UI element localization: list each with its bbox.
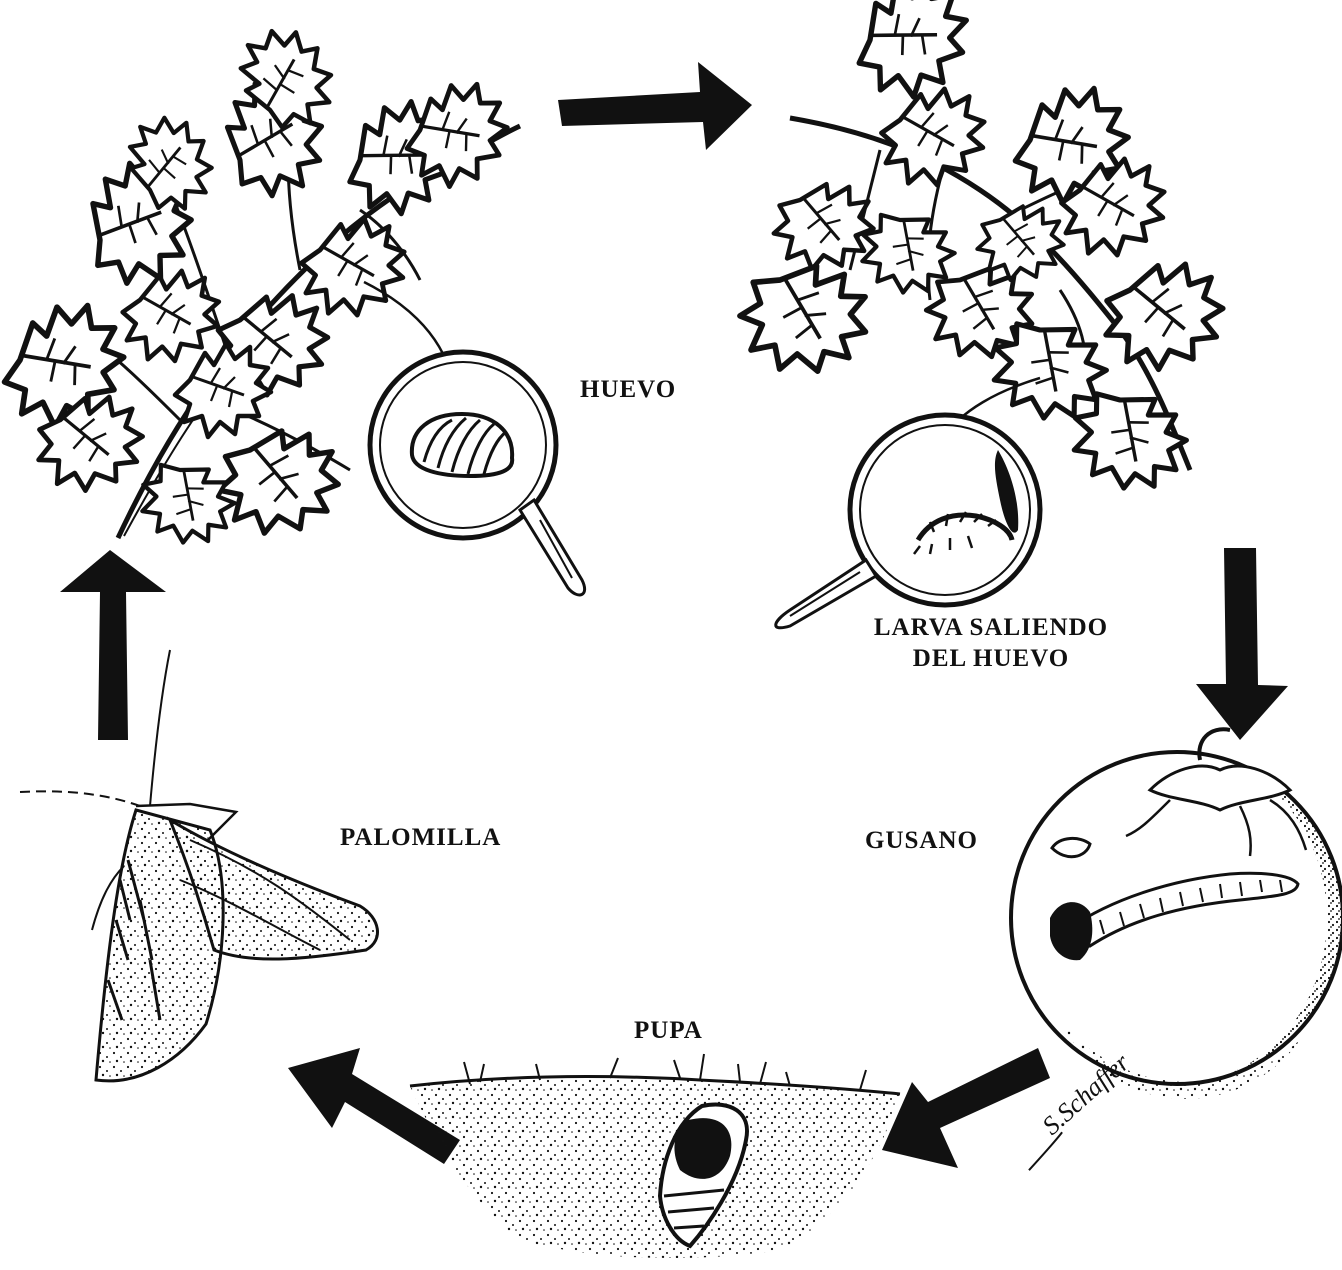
- label-palomilla: PALOMILLA: [340, 822, 501, 853]
- larva-magnifier: [776, 378, 1040, 628]
- label-pupa: PUPA: [634, 1015, 703, 1046]
- moth-adult: [20, 650, 377, 1081]
- egg-icon: [412, 414, 512, 476]
- label-huevo: HUEVO: [580, 374, 676, 405]
- arrow-right-down: [1196, 548, 1288, 740]
- label-larva: LARVA SALIENDO DEL HUEVO: [866, 612, 1116, 674]
- egg-magnifier: [364, 282, 585, 595]
- label-larva-line1: LARVA SALIENDO: [866, 612, 1116, 643]
- tomato-with-worm: [1011, 729, 1342, 1099]
- arrow-top-right: [558, 62, 752, 150]
- label-gusano: GUSANO: [865, 825, 978, 856]
- label-larva-line2: DEL HUEVO: [866, 643, 1116, 674]
- arrow-bottom-right: [882, 1048, 1050, 1168]
- arrow-left-up: [60, 550, 166, 740]
- svg-text:S.Schaffer: S.Schaffer: [1037, 1047, 1136, 1140]
- soil-with-pupa: [410, 1054, 900, 1258]
